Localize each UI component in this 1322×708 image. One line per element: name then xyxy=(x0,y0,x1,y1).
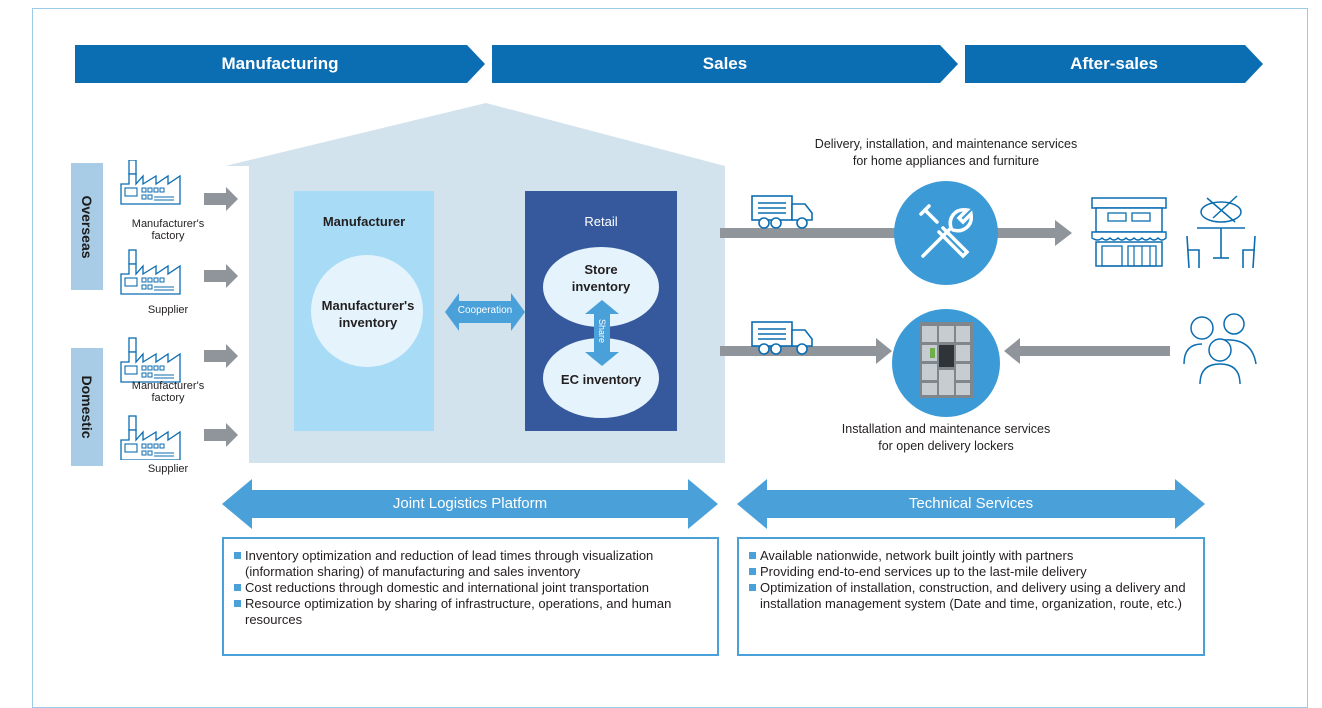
logistics-point: Resource optimization by sharing of infr… xyxy=(234,596,707,628)
logistics-points-panel: Inventory optimization and reduction of … xyxy=(222,537,719,656)
logistics-point: Inventory optimization and reduction of … xyxy=(234,548,707,580)
delivery-locker-icon xyxy=(892,309,1000,417)
restaurant-icon xyxy=(1186,195,1256,269)
cooperation-arrow xyxy=(445,293,525,331)
truck-icon xyxy=(751,195,813,229)
store-inventory-label: Store inventory xyxy=(571,262,631,294)
source-label: Supplier xyxy=(147,304,189,316)
share-label: Share xyxy=(597,318,607,344)
people-icon xyxy=(1183,313,1257,385)
stage-manufacturing: Manufacturing xyxy=(75,45,485,83)
retail-title: Retail xyxy=(584,214,618,229)
technical-point: Optimization of installation, constructi… xyxy=(749,580,1193,612)
source-label: Manufacturer's factory xyxy=(131,218,205,242)
technical-point: Providing end-to-end services up to the … xyxy=(749,564,1193,580)
overseas-label: Overseas xyxy=(71,163,103,290)
home-service-caption: Delivery, installation, and maintenance … xyxy=(814,137,1078,168)
manufacturer-inventory-circle xyxy=(311,255,423,367)
technical-services-label: Technical Services xyxy=(908,495,1034,512)
source-label: Supplier xyxy=(147,463,189,475)
logistics-point: Cost reductions through domestic and int… xyxy=(234,580,707,596)
ec-inventory-label: EC inventory xyxy=(560,372,642,387)
locker-service-caption: Installation and maintenance services fo… xyxy=(841,422,1051,453)
truck-icon xyxy=(751,321,813,355)
stage-sales: Sales xyxy=(492,45,958,83)
logistics-platform-label: Joint Logistics Platform xyxy=(392,495,548,512)
technical-services-arrow xyxy=(737,479,1205,529)
logistics-platform-arrow xyxy=(222,479,718,529)
cooperation-label: Cooperation xyxy=(457,305,513,316)
technical-points-panel: Available nationwide, network built join… xyxy=(737,537,1205,656)
domestic-label: Domestic xyxy=(71,348,103,466)
stage-after-sales: After-sales xyxy=(965,45,1263,83)
manufacturer-title: Manufacturer xyxy=(322,214,406,229)
tools-icon xyxy=(894,181,998,285)
store-icon xyxy=(1091,197,1167,267)
source-label: Manufacturer's factory xyxy=(131,380,205,404)
manufacturer-inventory-label: Manufacturer's inventory xyxy=(321,298,415,330)
technical-point: Available nationwide, network built join… xyxy=(749,548,1193,564)
share-arrow xyxy=(585,300,619,366)
